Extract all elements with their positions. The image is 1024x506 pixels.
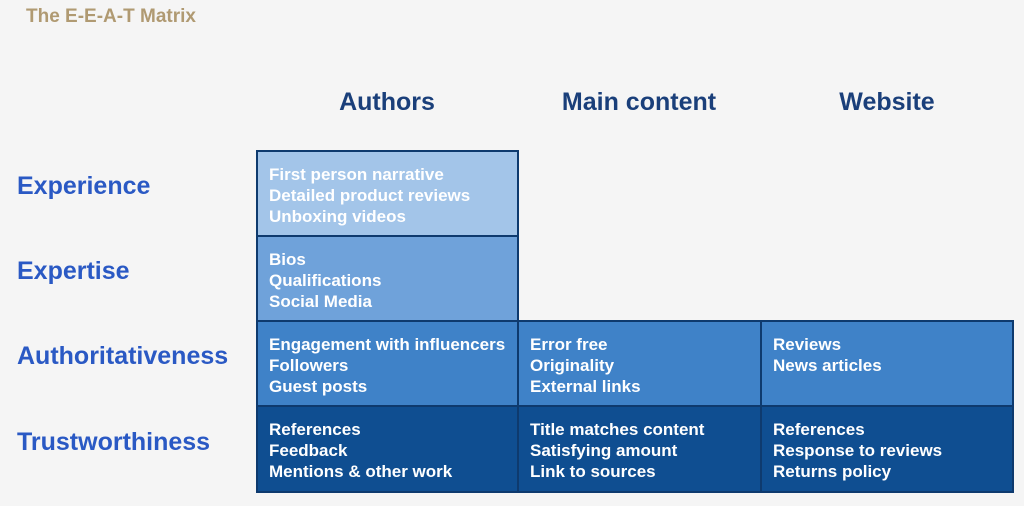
cell-line: Guest posts	[269, 377, 368, 396]
row-label-experience: Experience	[17, 172, 151, 200]
cell-line: Social Media	[269, 292, 372, 311]
cell-authoritativeness-website: Reviews News articles	[760, 320, 1014, 407]
cell-line: Reviews	[773, 335, 842, 354]
cell-line: Mentions & other work	[269, 462, 453, 481]
cell-line: Error free	[530, 335, 608, 354]
cell-line: Unboxing videos	[269, 207, 406, 226]
page-title: The E-E-A-T Matrix	[26, 6, 196, 27]
cell-line: Detailed product reviews	[269, 186, 471, 205]
cell-line: Response to reviews	[773, 441, 943, 460]
cell-line: Title matches content	[530, 420, 705, 439]
cell-trustworthiness-authors: References Feedback Mentions & other wor…	[256, 405, 519, 493]
cell-line: Bios	[269, 250, 306, 269]
row-label-expertise: Expertise	[17, 257, 130, 285]
cell-experience-authors: First person narrative Detailed product …	[256, 150, 519, 237]
cell-line: Engagement with influencers	[269, 335, 506, 354]
row-label-trustworthiness: Trustworthiness	[17, 428, 211, 456]
cell-trustworthiness-website: References Response to reviews Returns p…	[760, 405, 1014, 493]
cell-line: Satisfying amount	[530, 441, 678, 460]
cell-authoritativeness-authors: Engagement with influencers Followers Gu…	[256, 320, 519, 407]
cell-line: Followers	[269, 356, 349, 375]
cell-line: Returns policy	[773, 462, 892, 481]
column-header-website: Website	[839, 88, 935, 116]
cell-line: Originality	[530, 356, 615, 375]
cell-authoritativeness-main-content: Error free Originality External links	[517, 320, 762, 407]
cell-expertise-authors: Bios Qualifications Social Media	[256, 235, 519, 322]
cell-trustworthiness-main-content: Title matches content Satisfying amount …	[517, 405, 762, 493]
cell-line: External links	[530, 377, 641, 396]
cell-line: First person narrative	[269, 165, 444, 184]
cell-line: Qualifications	[269, 271, 382, 290]
cell-line: References	[269, 420, 361, 439]
cell-line: Feedback	[269, 441, 348, 460]
row-label-authoritativeness: Authoritativeness	[17, 342, 229, 370]
column-header-main-content: Main content	[561, 88, 717, 116]
column-header-authors: Authors	[339, 88, 435, 116]
cell-line: References	[773, 420, 865, 439]
cell-line: News articles	[773, 356, 882, 375]
cell-line: Link to sources	[530, 462, 656, 481]
